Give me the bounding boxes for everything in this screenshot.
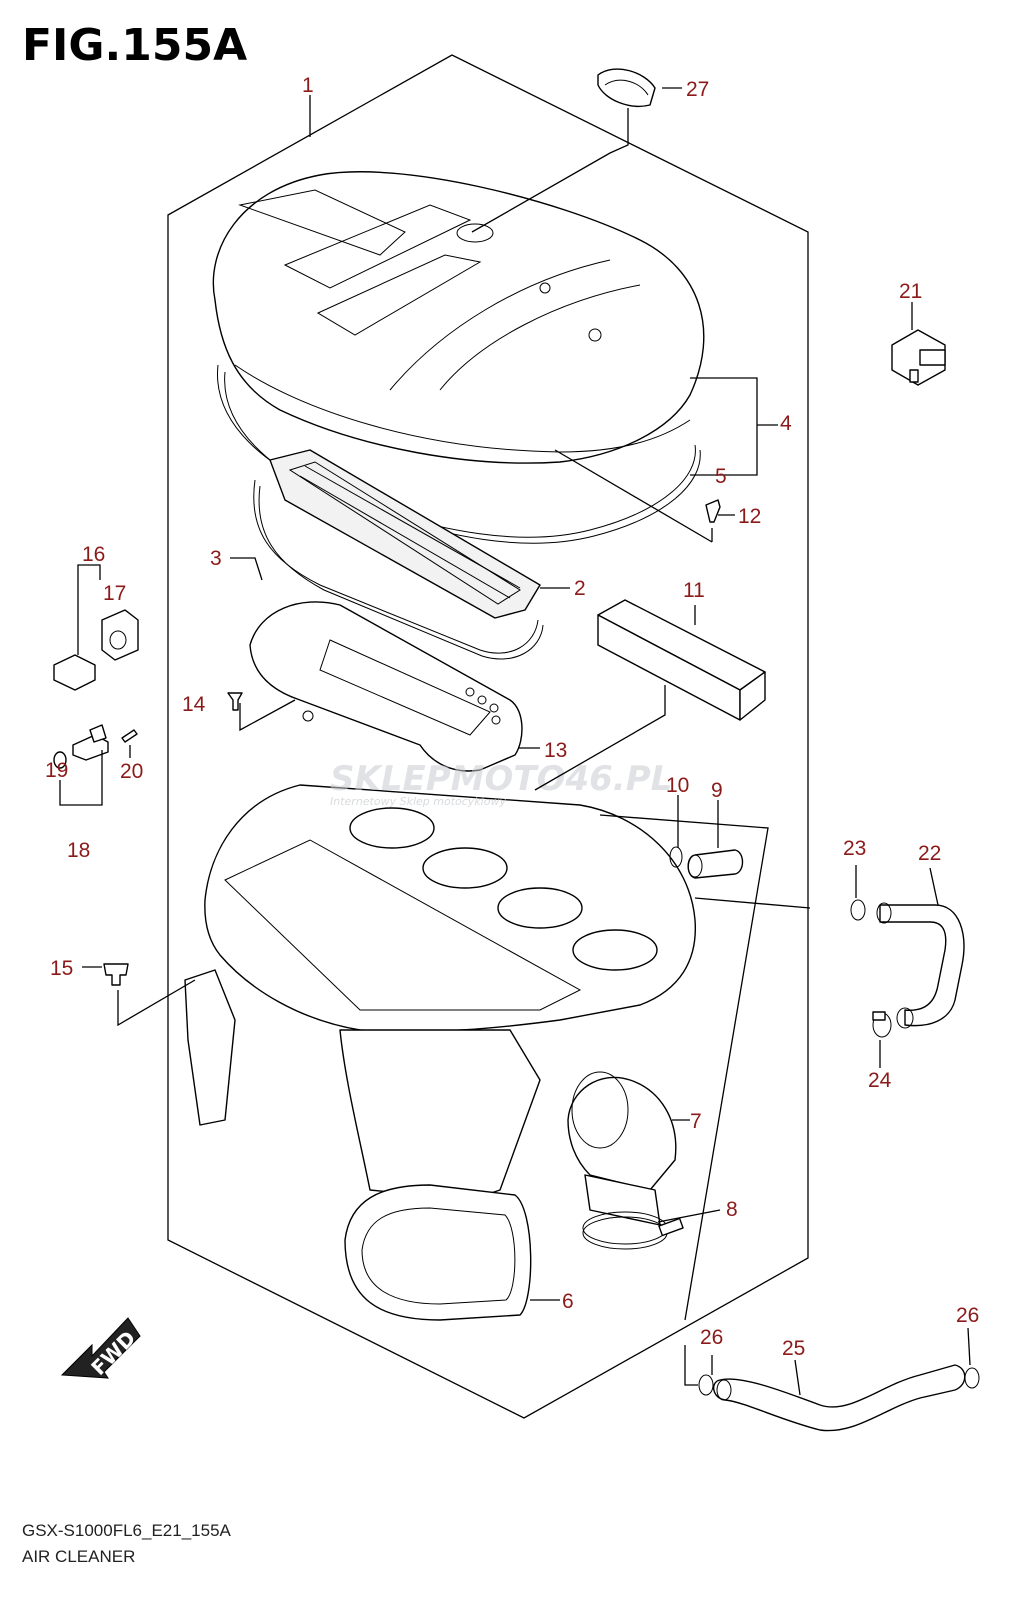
callout-20: 20: [120, 760, 143, 783]
assembly-outline: [167, 54, 809, 1419]
clamp-10: [669, 846, 683, 868]
fwd-arrow: FWD: [60, 1317, 141, 1380]
callout-27: 27: [686, 78, 709, 101]
callout-17: 17: [103, 582, 126, 605]
callouts: 1 2 3 4 5 6 7 8 9 10 11 12 13 14 15 16 1…: [45, 74, 979, 1360]
bolt-15: [103, 963, 129, 986]
air-cleaner-cap: [212, 171, 705, 464]
callout-8: 8: [726, 1198, 738, 1221]
callout-7: 7: [690, 1110, 702, 1133]
cushion-17: [101, 609, 139, 661]
hose-clamp-8: [582, 1211, 684, 1250]
air-cleaner-case: [184, 784, 696, 1321]
air-filter-element: [269, 449, 541, 619]
callout-26-left: 26: [700, 1326, 723, 1349]
clamp-26-right: [964, 1367, 980, 1389]
callout-9: 9: [711, 779, 723, 802]
callout-15: 15: [50, 957, 73, 980]
callout-4: 4: [780, 412, 792, 435]
callout-18: 18: [67, 839, 90, 862]
callout-25: 25: [782, 1337, 805, 1360]
fitting-18: [72, 724, 109, 761]
callout-5: 5: [715, 465, 727, 488]
hose-25: [713, 1364, 966, 1432]
watermark-brand: SKLEPMOTO46.PL: [330, 759, 672, 799]
clamp-24: [872, 1011, 892, 1038]
foam-block: [597, 599, 766, 721]
callout-2: 2: [574, 577, 586, 600]
callout-24: 24: [868, 1069, 892, 1092]
clamp-23: [850, 899, 866, 921]
callout-21: 21: [899, 280, 922, 303]
figure-caption: AIR CLEANER: [22, 1547, 135, 1566]
callout-6: 6: [562, 1290, 574, 1313]
drain-hose-9: [687, 849, 744, 879]
callout-12: 12: [738, 505, 761, 528]
inlet-elbow: [567, 1071, 677, 1226]
filter-gasket: [253, 479, 539, 654]
o-ring-19: [53, 751, 67, 769]
intake-air-temp-sensor: [891, 329, 946, 386]
sensor-16: [53, 654, 96, 691]
callout-26-right: 26: [956, 1304, 979, 1327]
callout-16: 16: [82, 543, 105, 566]
callout-11: 11: [683, 579, 705, 602]
cap-gasket: [217, 364, 696, 538]
watermark-tagline: Internetowy Sklep motocyklowy: [330, 795, 506, 808]
leader-lines: [59, 87, 971, 1396]
screw-14: [227, 692, 243, 711]
figure-title: FIG.155A: [22, 20, 247, 71]
callout-3: 3: [210, 547, 222, 570]
inner-duct: [249, 601, 523, 772]
clamp-26-left: [698, 1374, 714, 1396]
screw-12: [705, 499, 721, 523]
callout-1: 1: [302, 74, 314, 97]
model-code: GSX-S1000FL6_E21_155A: [22, 1521, 232, 1540]
callout-10: 10: [666, 774, 689, 797]
callout-22: 22: [918, 842, 941, 865]
callout-19: 19: [45, 759, 68, 782]
callout-13: 13: [544, 739, 567, 762]
screw-20: [121, 729, 138, 743]
callout-14: 14: [182, 693, 206, 716]
callout-23: 23: [843, 837, 866, 860]
cap-plug: [597, 68, 656, 107]
hose-22: [876, 902, 965, 1029]
